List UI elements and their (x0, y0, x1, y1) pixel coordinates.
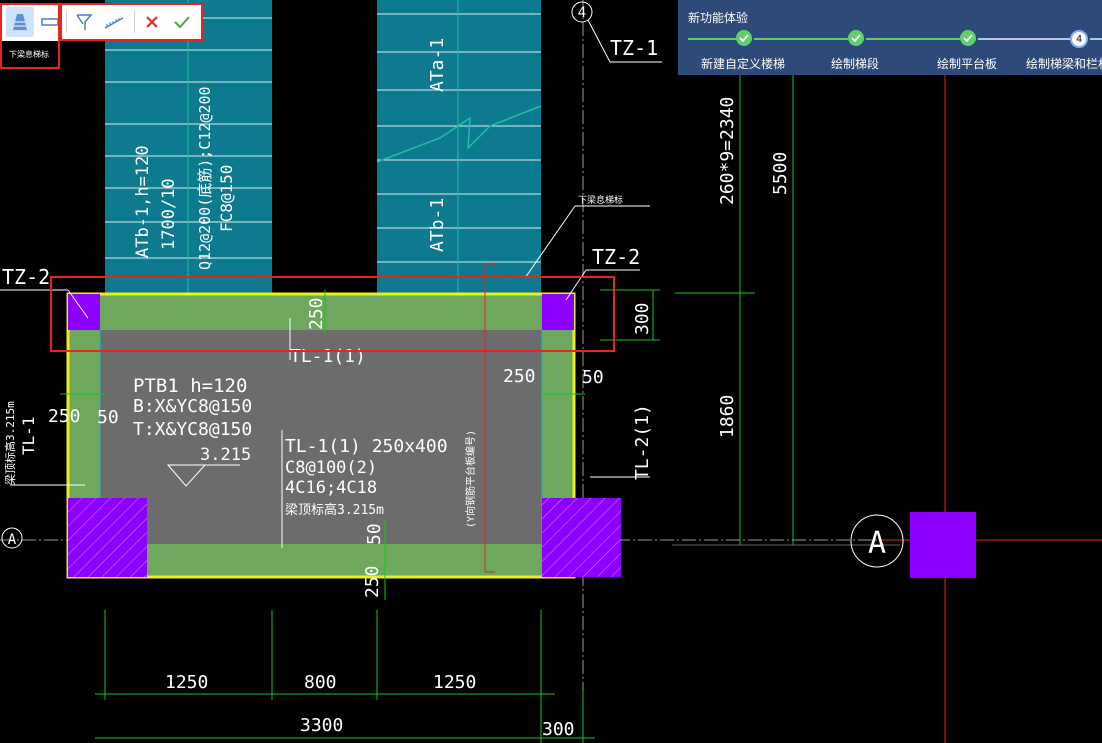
column-br (542, 498, 621, 577)
column-bl (68, 498, 147, 577)
label-tl-bars: 4C16;4C18 (285, 478, 377, 498)
check-icon (851, 34, 861, 43)
trapezoid-icon (13, 14, 27, 30)
label-atb-left-3: Q12@200(底筋);C12@200 (196, 86, 214, 270)
dim-50-left: 50 (97, 407, 119, 428)
stair-flight-right[interactable] (376, 0, 542, 335)
dim-1860: 1860 (717, 395, 738, 438)
grid-bubble-4[interactable]: 4 (571, 1, 593, 23)
label-tz1: TZ-1 (610, 36, 658, 60)
dim-250-right: 250 (503, 366, 536, 387)
dim-300-bottom: 300 (542, 719, 575, 740)
ramp-tool-button[interactable] (100, 7, 128, 37)
floating-toolbar (0, 3, 203, 41)
stair-slab-tool-button[interactable] (6, 7, 34, 37)
wizard-progress-line (754, 38, 848, 40)
label-level: 3.215 (200, 445, 251, 465)
label-under-beam: 下梁息梯标 (578, 194, 623, 206)
dim-3300: 3300 (300, 715, 343, 736)
label-ptb: PTB1 h=120 (133, 375, 247, 397)
wizard-step-4-dot[interactable]: 4 (1070, 30, 1088, 48)
wizard-step-3-dot[interactable] (960, 30, 976, 46)
label-atb-left-4: FC8@150 (217, 165, 236, 232)
dim-5500: 5500 (770, 152, 791, 195)
column-far-right (910, 512, 976, 578)
wizard-title: 新功能体验 (688, 11, 749, 25)
wizard-step-4-label[interactable]: 绘制梯梁和栏杆 (1026, 57, 1102, 71)
wizard-step-2-label[interactable]: 绘制梯段 (831, 57, 880, 71)
flag-tool-button[interactable] (70, 7, 98, 37)
stair-flight-left[interactable] (105, 0, 272, 335)
wizard-step-1-label[interactable]: 新建自定义楼梯 (701, 57, 786, 71)
svg-text:4: 4 (578, 5, 586, 21)
svg-text:A: A (8, 532, 17, 548)
label-tz2-left: TZ-2 (2, 265, 50, 289)
dim-50-right: 50 (582, 367, 604, 388)
dim-250-bottom: 250 (362, 565, 383, 598)
check-icon (739, 34, 749, 43)
label-tl1: TL-1(1) (290, 346, 366, 367)
toolbar-separator (66, 11, 67, 33)
grid-bubble-a-left[interactable]: A (1, 527, 23, 549)
label-atb-left-2: 1700/10 (159, 178, 179, 250)
check-icon (963, 34, 973, 43)
dim-50-mid: 50 (364, 523, 385, 545)
columns[interactable] (68, 294, 976, 578)
label-tl-stirrup: C8@100(2) (285, 458, 377, 478)
label-tl-elev: 梁顶标高3.215m (285, 502, 384, 518)
label-ptb-t: T:X&YC8@150 (133, 419, 252, 440)
wizard-progress-line-pending (1090, 38, 1102, 40)
wizard-progress-line-pending (978, 38, 1070, 40)
label-tl1-side: TL-1 (19, 416, 38, 455)
wizard-progress-line (688, 38, 746, 40)
feature-wizard-panel: 新功能体验 4 新建自定义楼梯 绘制梯段 绘制平台板 绘制梯梁和栏杆 (678, 0, 1102, 75)
svg-text:A: A (868, 526, 886, 561)
toolbar-tooltip: 下梁息梯标 (0, 41, 58, 68)
dim-2340: 260*9=2340 (717, 97, 738, 205)
label-tl-spec: TL-1(1) 250x400 (285, 436, 448, 457)
label-ptb-b: B:X&YC8@150 (133, 396, 252, 417)
hatch-ramp-icon (104, 17, 124, 29)
dim-1250-b: 1250 (433, 672, 476, 693)
dim-1250-a: 1250 (165, 672, 208, 693)
label-atb-right: ATb-1 (427, 198, 448, 252)
wizard-progress-line (866, 38, 960, 40)
platform-slab[interactable] (66, 292, 576, 579)
label-side-elev: 梁顶标高3.215m (3, 401, 17, 485)
flag-icon (76, 14, 93, 30)
dim-800: 800 (304, 672, 337, 693)
close-icon (146, 16, 158, 28)
dim-250-left: 250 (48, 406, 81, 427)
label-ata: ATa-1 (427, 38, 448, 92)
slab-edge-tool-button[interactable] (36, 7, 64, 37)
wizard-step-1-dot[interactable] (736, 30, 752, 46)
dim-300: 300 (632, 302, 653, 335)
column-tr (542, 294, 574, 330)
check-icon (174, 16, 190, 29)
dim-250-top: 250 (306, 297, 327, 330)
slab-icon (41, 18, 59, 26)
cancel-button[interactable] (138, 7, 166, 37)
confirm-button[interactable] (168, 7, 196, 37)
dimension-lines (60, 75, 794, 743)
label-vertical-note: (Y向钢筋平台板编号) (464, 430, 477, 528)
wizard-step-2-dot[interactable] (848, 30, 864, 46)
toolbar-separator (134, 11, 135, 33)
wizard-step-3-label[interactable]: 绘制平台板 (937, 57, 998, 71)
label-atb-left: ATb-1,h=120 (133, 145, 153, 258)
label-tl2: TL-2(1) (632, 404, 653, 480)
grid-bubble-a-right[interactable]: A (850, 514, 904, 568)
label-tz2-right: TZ-2 (592, 245, 640, 269)
